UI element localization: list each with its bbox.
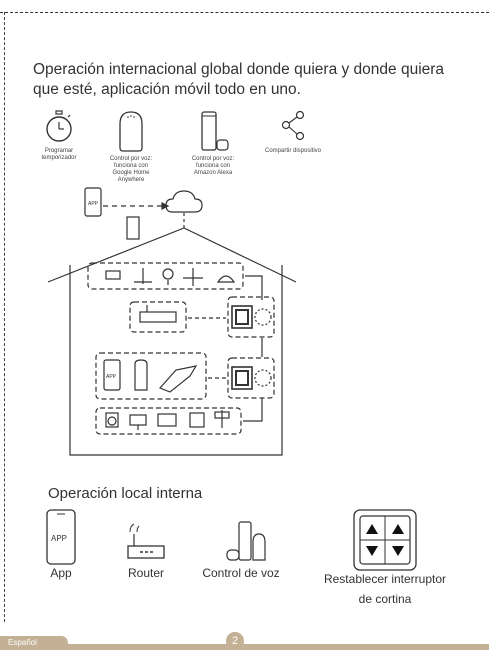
amazon-alexa-icon [201,111,229,151]
feature-share-line: Compartir dispositivo [264,148,322,154]
svg-text:APP: APP [51,534,67,543]
intro-line-2: que esté, aplicación móvil todo en uno. [33,81,301,98]
home-appliance-row [95,407,242,435]
timer-icon [46,110,72,142]
language-tab: Español [0,636,68,650]
feature-share: Compartir dispositivo [252,110,334,155]
feature-google-line: Control por voz: [109,156,153,162]
feature-alexa-line: Amazon Alexa [193,170,233,176]
voice-control-icon [226,521,266,561]
feature-google-line: Anywhere [117,177,145,183]
house-outline [47,227,297,283]
device-app: APP App [36,508,86,580]
feature-google-line: funciona con [113,163,149,169]
cloud-icon [165,190,203,213]
router-row [129,301,187,333]
switch-box-2 [227,357,275,399]
local-operation-title: Operación local interna [48,485,203,502]
google-home-icon [119,111,143,152]
device-router: Router [116,508,176,580]
switch-box-1 [227,296,275,338]
chimney [126,216,140,240]
intro-paragraph: Operación internacional global donde qui… [33,60,473,100]
feature-timer-line: temporizador [41,155,77,161]
feature-alexa-line: Control por voz: [191,156,235,162]
controls-row [95,352,207,400]
curtain-switch-icon [353,509,417,571]
feature-alexa-line: funciona con [195,163,231,169]
intro-line-1: Operación internacional global donde qui… [33,61,445,78]
top-dashed-border [0,12,489,13]
house-diagram: APP APP [47,187,297,456]
footer-bar [0,644,489,650]
phone-icon [84,187,102,217]
feature-amazon-alexa: Control por voz: funciona con Amazon Ale… [180,110,246,177]
left-dashed-border [4,12,5,622]
phone-app-label-2: APP [106,374,117,380]
device-voice-label: Control de voz [202,566,280,580]
device-curtain-switch: Restablecer interruptor de cortina [310,508,460,606]
page-number: 2 [226,632,244,650]
phone-app-label: APP [88,201,99,207]
device-app-label: App [50,566,72,580]
feature-google-home: Control por voz: funciona con Google Hom… [98,110,164,184]
device-router-label: Router [127,566,165,580]
feature-timer-line: Programar [44,148,74,154]
appliance-row [87,262,244,290]
phone-app-icon: APP [46,509,76,565]
device-curtain-label-1: Restablecer interruptor [323,572,447,586]
router-icon [127,523,165,559]
feature-google-line: Google Home [112,170,150,176]
device-voice: Control de voz [196,508,286,580]
feature-timer: Programar temporizador [28,110,90,162]
share-icon [281,110,305,141]
device-curtain-label-2: de cortina [358,592,412,606]
